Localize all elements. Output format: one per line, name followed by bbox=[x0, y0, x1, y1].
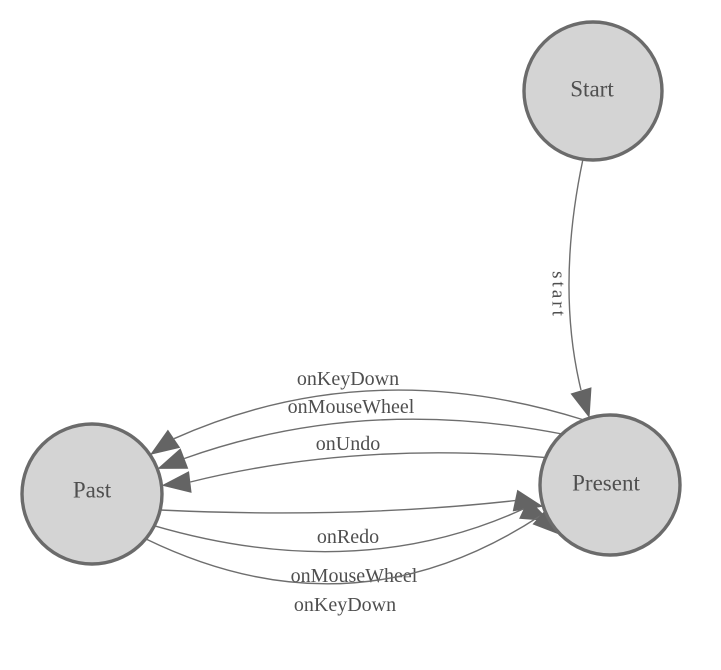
edge-past-to-present-onkeydown: onKeyDown bbox=[145, 507, 562, 616]
edge-onredo-path bbox=[159, 499, 516, 514]
edge-past-to-present-onredo: onRedo bbox=[159, 489, 544, 548]
node-past-circle bbox=[20, 422, 164, 566]
edge-onkeydown-bottom-path bbox=[145, 515, 541, 585]
edge-onkeydown-top-path bbox=[173, 389, 585, 440]
edge-start-to-present: start bbox=[548, 158, 592, 419]
edge-label-start: start bbox=[548, 271, 569, 319]
arrowhead-onundo-icon bbox=[161, 471, 192, 493]
node-past-label: Past bbox=[73, 478, 112, 503]
edge-label-onmousewheel-bottom: onMouseWheel bbox=[291, 565, 418, 587]
edge-label-onredo: onRedo bbox=[317, 526, 379, 548]
edge-label-onmousewheel-top: onMouseWheel bbox=[288, 396, 415, 418]
arrowhead-start-to-present-icon bbox=[570, 387, 592, 419]
edge-present-to-past-onundo: onUndo bbox=[161, 433, 546, 493]
edge-onundo-path bbox=[190, 452, 546, 483]
node-start-circle bbox=[522, 20, 664, 162]
edge-present-to-past-onkeydown: onKeyDown bbox=[150, 368, 585, 455]
node-start-label: Start bbox=[570, 77, 614, 102]
edge-onmousewheel-bottom-path bbox=[154, 508, 524, 553]
node-past[interactable]: Past bbox=[20, 422, 164, 566]
edge-onmousewheel-top-path bbox=[184, 418, 563, 460]
edge-label-onkeydown-top: onKeyDown bbox=[297, 368, 399, 390]
edge-start-path bbox=[568, 158, 584, 391]
node-present-circle bbox=[538, 413, 682, 557]
arrowhead-onmousewheel-top-icon bbox=[157, 448, 189, 469]
node-present-label: Present bbox=[572, 471, 640, 496]
arrowhead-onkeydown-top-icon bbox=[150, 429, 181, 455]
edge-present-to-past-onmousewheel: onMouseWheel bbox=[157, 396, 563, 469]
edge-label-onkeydown-bottom: onKeyDown bbox=[294, 594, 396, 616]
node-present[interactable]: Present bbox=[538, 413, 682, 557]
node-start[interactable]: Start bbox=[522, 20, 664, 162]
edge-label-onundo: onUndo bbox=[316, 433, 380, 455]
